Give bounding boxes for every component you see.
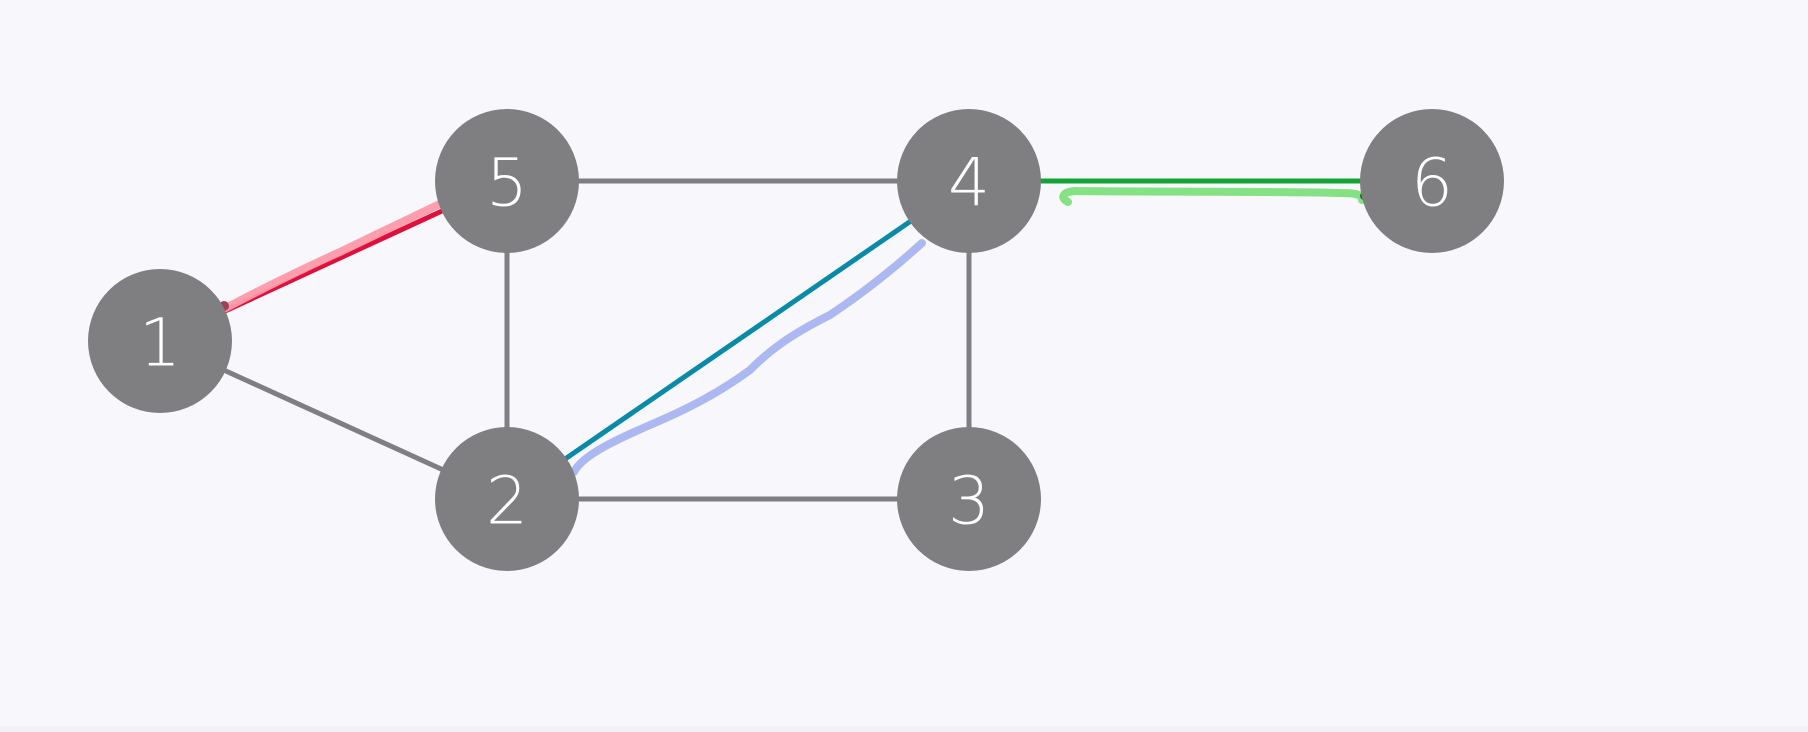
node-6: 6	[1360, 109, 1504, 253]
edge-2-4	[504, 178, 972, 502]
nodes-layer: 1 2 3 4 5 6	[88, 109, 1504, 571]
node-1: 1	[88, 269, 232, 413]
node-circle	[1360, 109, 1504, 253]
highlight-stroke-1-5	[218, 183, 458, 314]
node-3: 3	[897, 427, 1041, 571]
highlight-stroke-2-4	[570, 239, 926, 476]
node-4: 4	[897, 109, 1041, 253]
node-label: 3	[948, 463, 990, 540]
node-circle	[435, 427, 579, 571]
node-circle	[897, 109, 1041, 253]
node-label: 6	[1411, 145, 1453, 222]
node-5: 5	[435, 109, 579, 253]
node-2: 2	[435, 427, 579, 571]
bottom-strip	[0, 726, 1808, 732]
node-label: 5	[486, 145, 528, 222]
node-label: 2	[486, 463, 528, 540]
highlight-stroke-4-6	[1059, 187, 1366, 206]
node-circle	[897, 427, 1041, 571]
node-circle	[88, 269, 232, 413]
highlight-strokes-layer	[218, 182, 1368, 476]
node-label: 1	[139, 305, 181, 382]
node-label: 4	[948, 145, 990, 222]
node-circle	[435, 109, 579, 253]
edges-layer	[157, 178, 1435, 502]
